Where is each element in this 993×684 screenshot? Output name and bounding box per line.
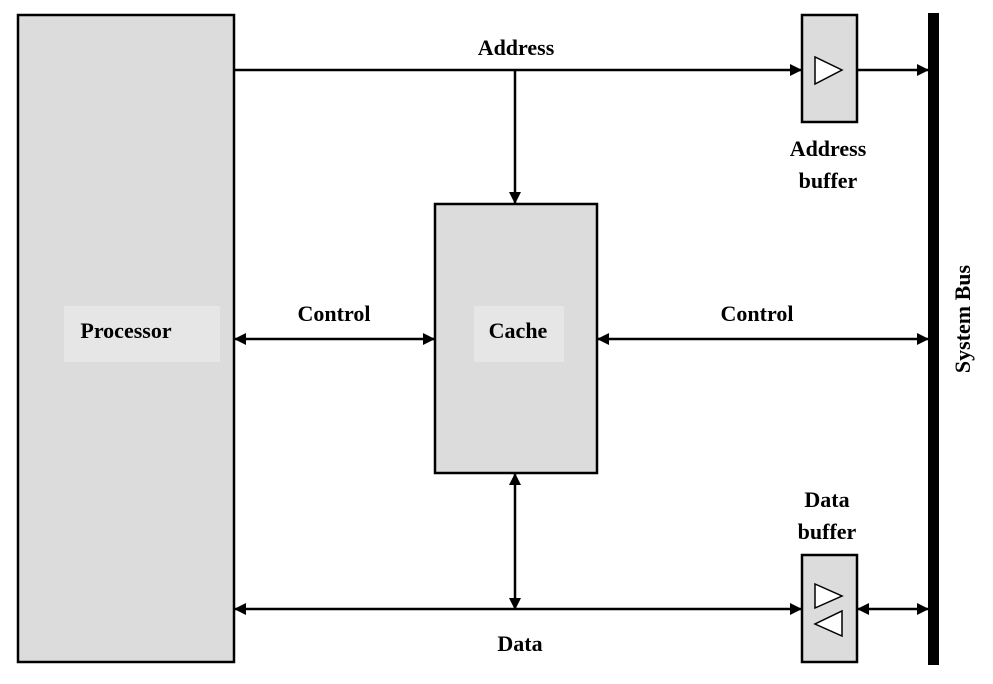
control-paths: Control Control	[234, 301, 929, 345]
data-buffer-left-triangle-icon	[813, 609, 843, 638]
data-buffer-box	[800, 553, 859, 664]
processor-block: Processor	[16, 13, 236, 664]
cache-block: Cache	[433, 202, 599, 475]
address-buffer-label-line2: buffer	[799, 168, 858, 193]
cache-label: Cache	[489, 318, 548, 343]
control-label-left: Control	[298, 301, 371, 326]
system-bus-bar	[928, 13, 939, 665]
address-buffer-triangle-icon	[814, 55, 844, 86]
data-label: Data	[497, 631, 542, 656]
system-bus: System Bus	[928, 13, 975, 665]
system-bus-label: System Bus	[950, 264, 975, 373]
processor-label-bg	[64, 306, 220, 362]
data-buffer-label-line1: Data	[804, 487, 849, 512]
cache-label-bg	[474, 306, 564, 362]
data-path: Data	[234, 473, 929, 656]
address-path: Address	[234, 35, 929, 204]
address-buffer-label-line1: Address	[790, 136, 867, 161]
address-buffer: Address buffer	[790, 13, 867, 193]
processor-label: Processor	[80, 318, 171, 343]
address-buffer-box	[800, 13, 859, 124]
address-label: Address	[478, 35, 555, 60]
control-label-right: Control	[721, 301, 794, 326]
data-buffer-label-line2: buffer	[798, 519, 857, 544]
data-buffer-right-triangle-icon	[814, 582, 844, 610]
data-buffer: Data buffer	[798, 487, 859, 664]
